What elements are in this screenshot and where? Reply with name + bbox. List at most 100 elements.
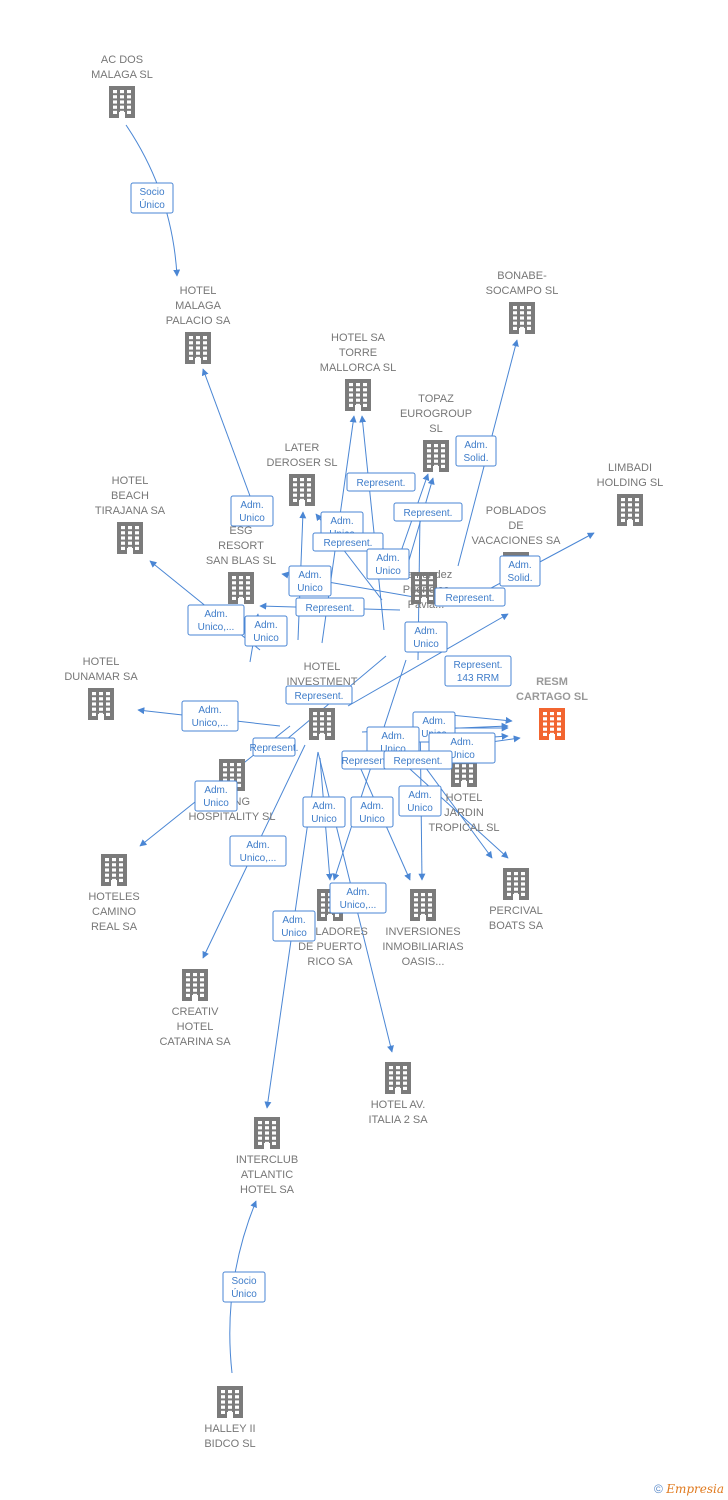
building-icon <box>228 572 254 604</box>
building-icon <box>509 302 535 334</box>
building-icon <box>182 969 208 1001</box>
edge-label[interactable]: Represent. <box>295 597 365 617</box>
building-icon <box>88 688 114 720</box>
edge-label[interactable]: Represent. <box>434 587 506 607</box>
edge-label-text: Represent. <box>454 660 503 671</box>
edge-6 <box>404 477 435 575</box>
node-bonabe[interactable]: BONABE- SOCAMPO SL <box>486 270 559 334</box>
node-label: DEROSER SL <box>267 457 338 469</box>
edge-label[interactable]: Adm. Unico <box>302 796 346 828</box>
node-label: ATLANTIC <box>241 1169 293 1181</box>
edge-label-text: Adm. <box>381 731 404 742</box>
node-label: DE <box>508 520 523 532</box>
node-label: HOTEL AV. <box>371 1099 426 1111</box>
node-label: INMOBILIARIAS <box>382 941 463 953</box>
building-icon <box>117 522 143 554</box>
edge-label-text: Adm. <box>246 840 269 851</box>
edge-label[interactable]: Adm.Unico <box>398 785 442 817</box>
building-icon <box>503 868 529 900</box>
edge-label[interactable]: Adm.Unico <box>272 910 316 942</box>
node-label: HOTEL <box>112 475 149 487</box>
building-icon <box>289 474 315 506</box>
edge-label[interactable]: Adm.Unico <box>288 565 332 597</box>
edge-label[interactable]: Represent. <box>346 472 416 492</box>
building-icon <box>539 708 565 740</box>
node-label: LATER <box>285 442 320 454</box>
node-later[interactable]: LATER DEROSER SL <box>267 442 338 506</box>
node-inversiones[interactable]: INVERSIONESINMOBILIARIASOASIS... <box>382 889 464 968</box>
node-label: OASIS... <box>402 956 445 968</box>
edge-label-text: Adm. <box>298 570 321 581</box>
edge-label-text: Unico <box>311 814 337 825</box>
footer-brand: © Empresia <box>654 1482 724 1496</box>
node-label: SOCAMPO SL <box>486 285 559 297</box>
edge-label-text: 143 RRM <box>457 673 499 684</box>
edge-label[interactable]: Adm.Unico <box>194 780 238 812</box>
edge-label[interactable]: Represent. <box>383 750 453 770</box>
edge-label[interactable]: Adm.Unico,... <box>329 882 387 914</box>
edge-26 <box>332 659 407 881</box>
edge-label[interactable]: Represent. <box>285 685 353 705</box>
edge-label-text: Represent. <box>446 593 495 604</box>
edge-label-text: Adm. <box>282 915 305 926</box>
node-label: TOPAZ <box>418 393 454 405</box>
node-label: AC DOS <box>101 54 143 66</box>
edge-label[interactable]: Adm.Unico <box>404 621 448 653</box>
edge-label[interactable]: Represent. <box>250 737 299 757</box>
node-label: HOTEL <box>180 285 217 297</box>
edge-label[interactable]: Adm.Unico,... <box>229 835 287 867</box>
edge-label-text: Represent. <box>250 743 299 754</box>
node-italia[interactable]: HOTEL AV.ITALIA 2 SA <box>368 1062 428 1126</box>
edge-label[interactable]: Adm.Solid. <box>455 435 497 467</box>
node-label: HOTEL SA <box>331 332 386 344</box>
edge-3 <box>201 368 251 497</box>
edge-label[interactable]: Represent. <box>312 532 384 552</box>
node-label: BONABE- <box>497 270 547 282</box>
edge-label-text: Represent. <box>342 756 391 767</box>
edge-label[interactable]: Represent. <box>393 502 463 522</box>
edge-label[interactable]: Adm.Unico <box>366 548 410 580</box>
node-label: MALAGA <box>175 300 222 312</box>
edge-label-text: Represent. <box>324 538 373 549</box>
node-label: TROPICAL SL <box>428 822 499 834</box>
edge-label[interactable]: Adm.Unico,... <box>187 604 245 636</box>
building-icon <box>423 440 449 472</box>
node-living[interactable]: LIVINGHOSPITALITY SL <box>188 759 276 823</box>
edge-label-text: Adm. <box>312 801 335 812</box>
node-label: LIMBADI <box>608 462 652 474</box>
edge-label-text: Adm. <box>422 716 445 727</box>
node-label: HOTEL <box>304 661 341 673</box>
edge-label[interactable]: Represent. 143 RRM <box>444 655 512 687</box>
edge-label-text: Unico <box>449 750 475 761</box>
edge-label[interactable]: Adm.Unico <box>244 615 288 647</box>
edge-label[interactable]: Adm.Unico <box>350 796 394 828</box>
node-label: TIRAJANA SA <box>95 505 166 517</box>
node-label: SAN BLAS SL <box>206 555 276 567</box>
edge-label-text: Socio <box>139 187 164 198</box>
edge-label[interactable]: Adm.Unico,... <box>181 700 239 732</box>
node-label: HOTELES <box>88 891 139 903</box>
edge-label-text: Solid. <box>507 573 532 584</box>
edge-label[interactable]: Adm. Solid. <box>499 555 541 587</box>
edge-label[interactable]: Adm.Unico <box>230 495 274 527</box>
edge-label[interactable]: Represent. <box>341 750 391 770</box>
edge-label-text: Adm. <box>508 560 531 571</box>
node-label: HOTEL <box>177 1021 214 1033</box>
